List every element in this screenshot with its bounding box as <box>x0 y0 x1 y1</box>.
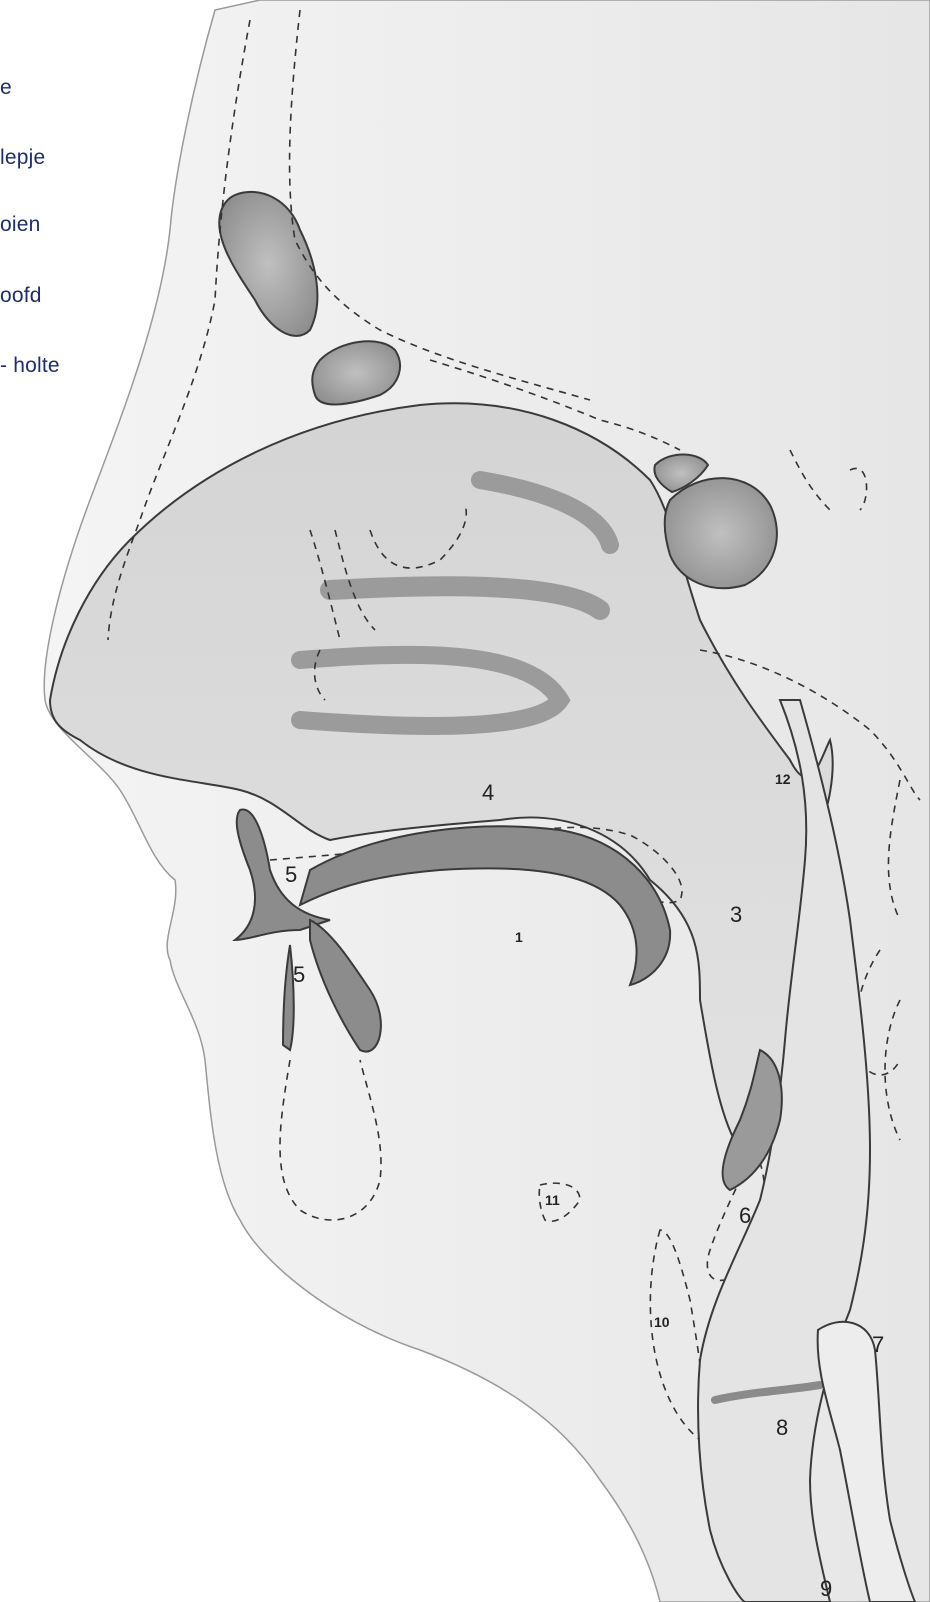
label-3: 3 <box>730 902 742 927</box>
label-5b: 5 <box>293 962 305 987</box>
label-10: 10 <box>654 1314 670 1330</box>
label-6: 6 <box>739 1203 751 1228</box>
sphenoid-sinus <box>665 478 777 588</box>
label-4: 4 <box>482 780 494 805</box>
label-12: 12 <box>775 771 791 787</box>
label-8: 8 <box>776 1415 788 1440</box>
label-7: 7 <box>872 1332 884 1357</box>
label-5a: 5 <box>285 862 297 887</box>
label-1: 1 <box>515 929 523 945</box>
label-11: 11 <box>545 1192 560 1208</box>
label-9: 9 <box>820 1576 832 1601</box>
